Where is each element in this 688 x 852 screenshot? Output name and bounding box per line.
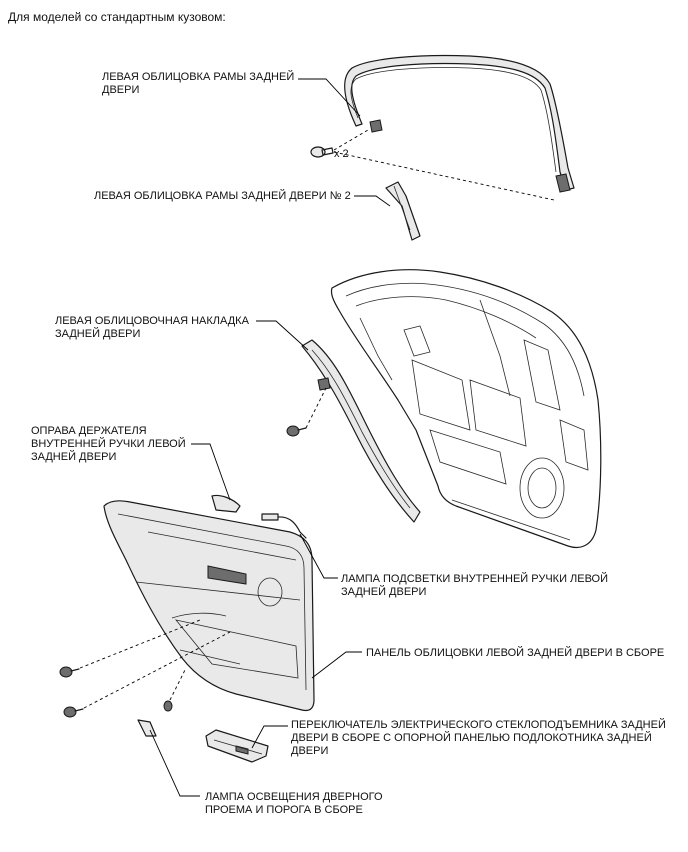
leader-window-switch [251, 725, 288, 749]
door-frame-garnish [344, 54, 575, 193]
screw-icon [59, 666, 80, 678]
door-frame-garnish-2 [385, 181, 421, 241]
label-handle-bezel: ОПРАВА ДЕРЖАТЕЛЯ ВНУТРЕННЕЙ РУЧКИ ЛЕВОЙ … [31, 425, 186, 463]
screw-icon [63, 706, 84, 718]
window-switch-assembly [205, 729, 269, 763]
label-courtesy-lamp: ЛАМПА ОСВЕЩЕНИЯ ДВЕРНОГО ПРОЕМА И ПОРОГА… [205, 791, 383, 816]
handle-lamp [261, 513, 307, 539]
handle-bezel [211, 494, 241, 513]
leader-trim-panel [311, 651, 362, 679]
clip-icon [310, 146, 334, 158]
door-moulding [301, 339, 421, 523]
leader-handle-lamp [299, 533, 338, 579]
leader-door-moulding [256, 320, 309, 351]
label-handle-lamp: ЛАМПА ПОДСВЕТКИ ВНУТРЕННЕЙ РУЧКИ ЛЕВОЙ З… [341, 573, 609, 598]
leader-frame-garnish [298, 78, 361, 117]
label-door-moulding: ЛЕВАЯ ОБЛИЦОВОЧНАЯ НАКЛАДКА ЗАДНЕЙ ДВЕРИ [55, 315, 249, 340]
leader-courtesy-lamp [149, 729, 200, 797]
label-window-switch: ПЕРЕКЛЮЧАТЕЛЬ ЭЛЕКТРИЧЕСКОГО СТЕКЛОПОДЪЕ… [291, 719, 666, 757]
leader-frame-garnish-2 [354, 195, 391, 207]
door-inner-panel [330, 269, 602, 549]
label-clip-qty: x 2 [334, 148, 349, 160]
label-trim-panel: ПАНЕЛЬ ОБЛИЦОВКИ ЛЕВОЙ ЗАДНЕЙ ДВЕРИ В СБ… [366, 647, 665, 659]
diagram-header: Для моделей со стандартным кузовом: [8, 10, 226, 24]
label-frame-garnish-2: ЛЕВАЯ ОБЛИЦОВКА РАМЫ ЗАДНЕЙ ДВЕРИ № 2 [94, 190, 351, 202]
screw-icon [286, 425, 307, 437]
label-frame-garnish: ЛЕВАЯ ОБЛИЦОВКА РАМЫ ЗАДНЕЙ ДВЕРИ [102, 71, 295, 96]
screw-icon [163, 700, 173, 712]
courtesy-lamp [137, 719, 157, 737]
door-trim-panel [103, 500, 315, 712]
leader-handle-bezel [191, 443, 231, 501]
